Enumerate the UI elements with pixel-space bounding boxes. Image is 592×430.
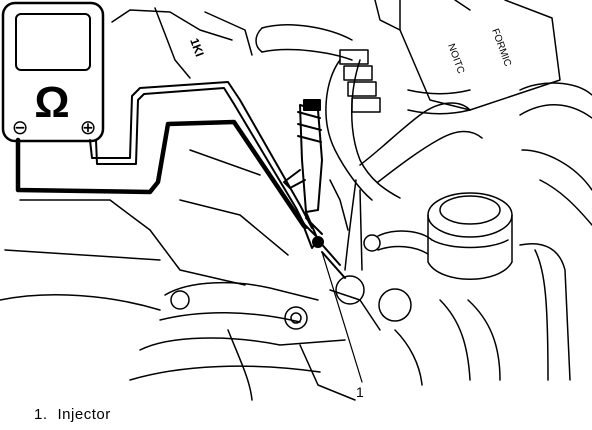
engine-tag-c: NOITC: [445, 42, 466, 75]
probe-tips: [299, 217, 323, 239]
engine-background: [0, 0, 592, 401]
ohmmeter-body: [1, 1, 105, 143]
probe-lead-negative: [15, 119, 307, 229]
engine-tag-a: 1KI: [187, 36, 207, 58]
caption-label: Injector: [57, 406, 111, 423]
callout-leader-line: [321, 251, 363, 383]
caption: 1. Injector: [34, 406, 111, 423]
engine-tag-b: FORMIC: [489, 27, 513, 68]
ohm-symbol: Ω: [34, 78, 69, 127]
positive-terminal-icon: ⊕: [80, 115, 97, 139]
ohmmeter: [1, 1, 105, 143]
ohmmeter-display: [15, 13, 91, 71]
caption-number: 1.: [34, 406, 48, 423]
callout-number: 1: [356, 384, 364, 400]
probe-lead-positive: [89, 81, 313, 229]
injector: [283, 99, 346, 279]
negative-terminal-icon: ⊖: [12, 115, 29, 139]
